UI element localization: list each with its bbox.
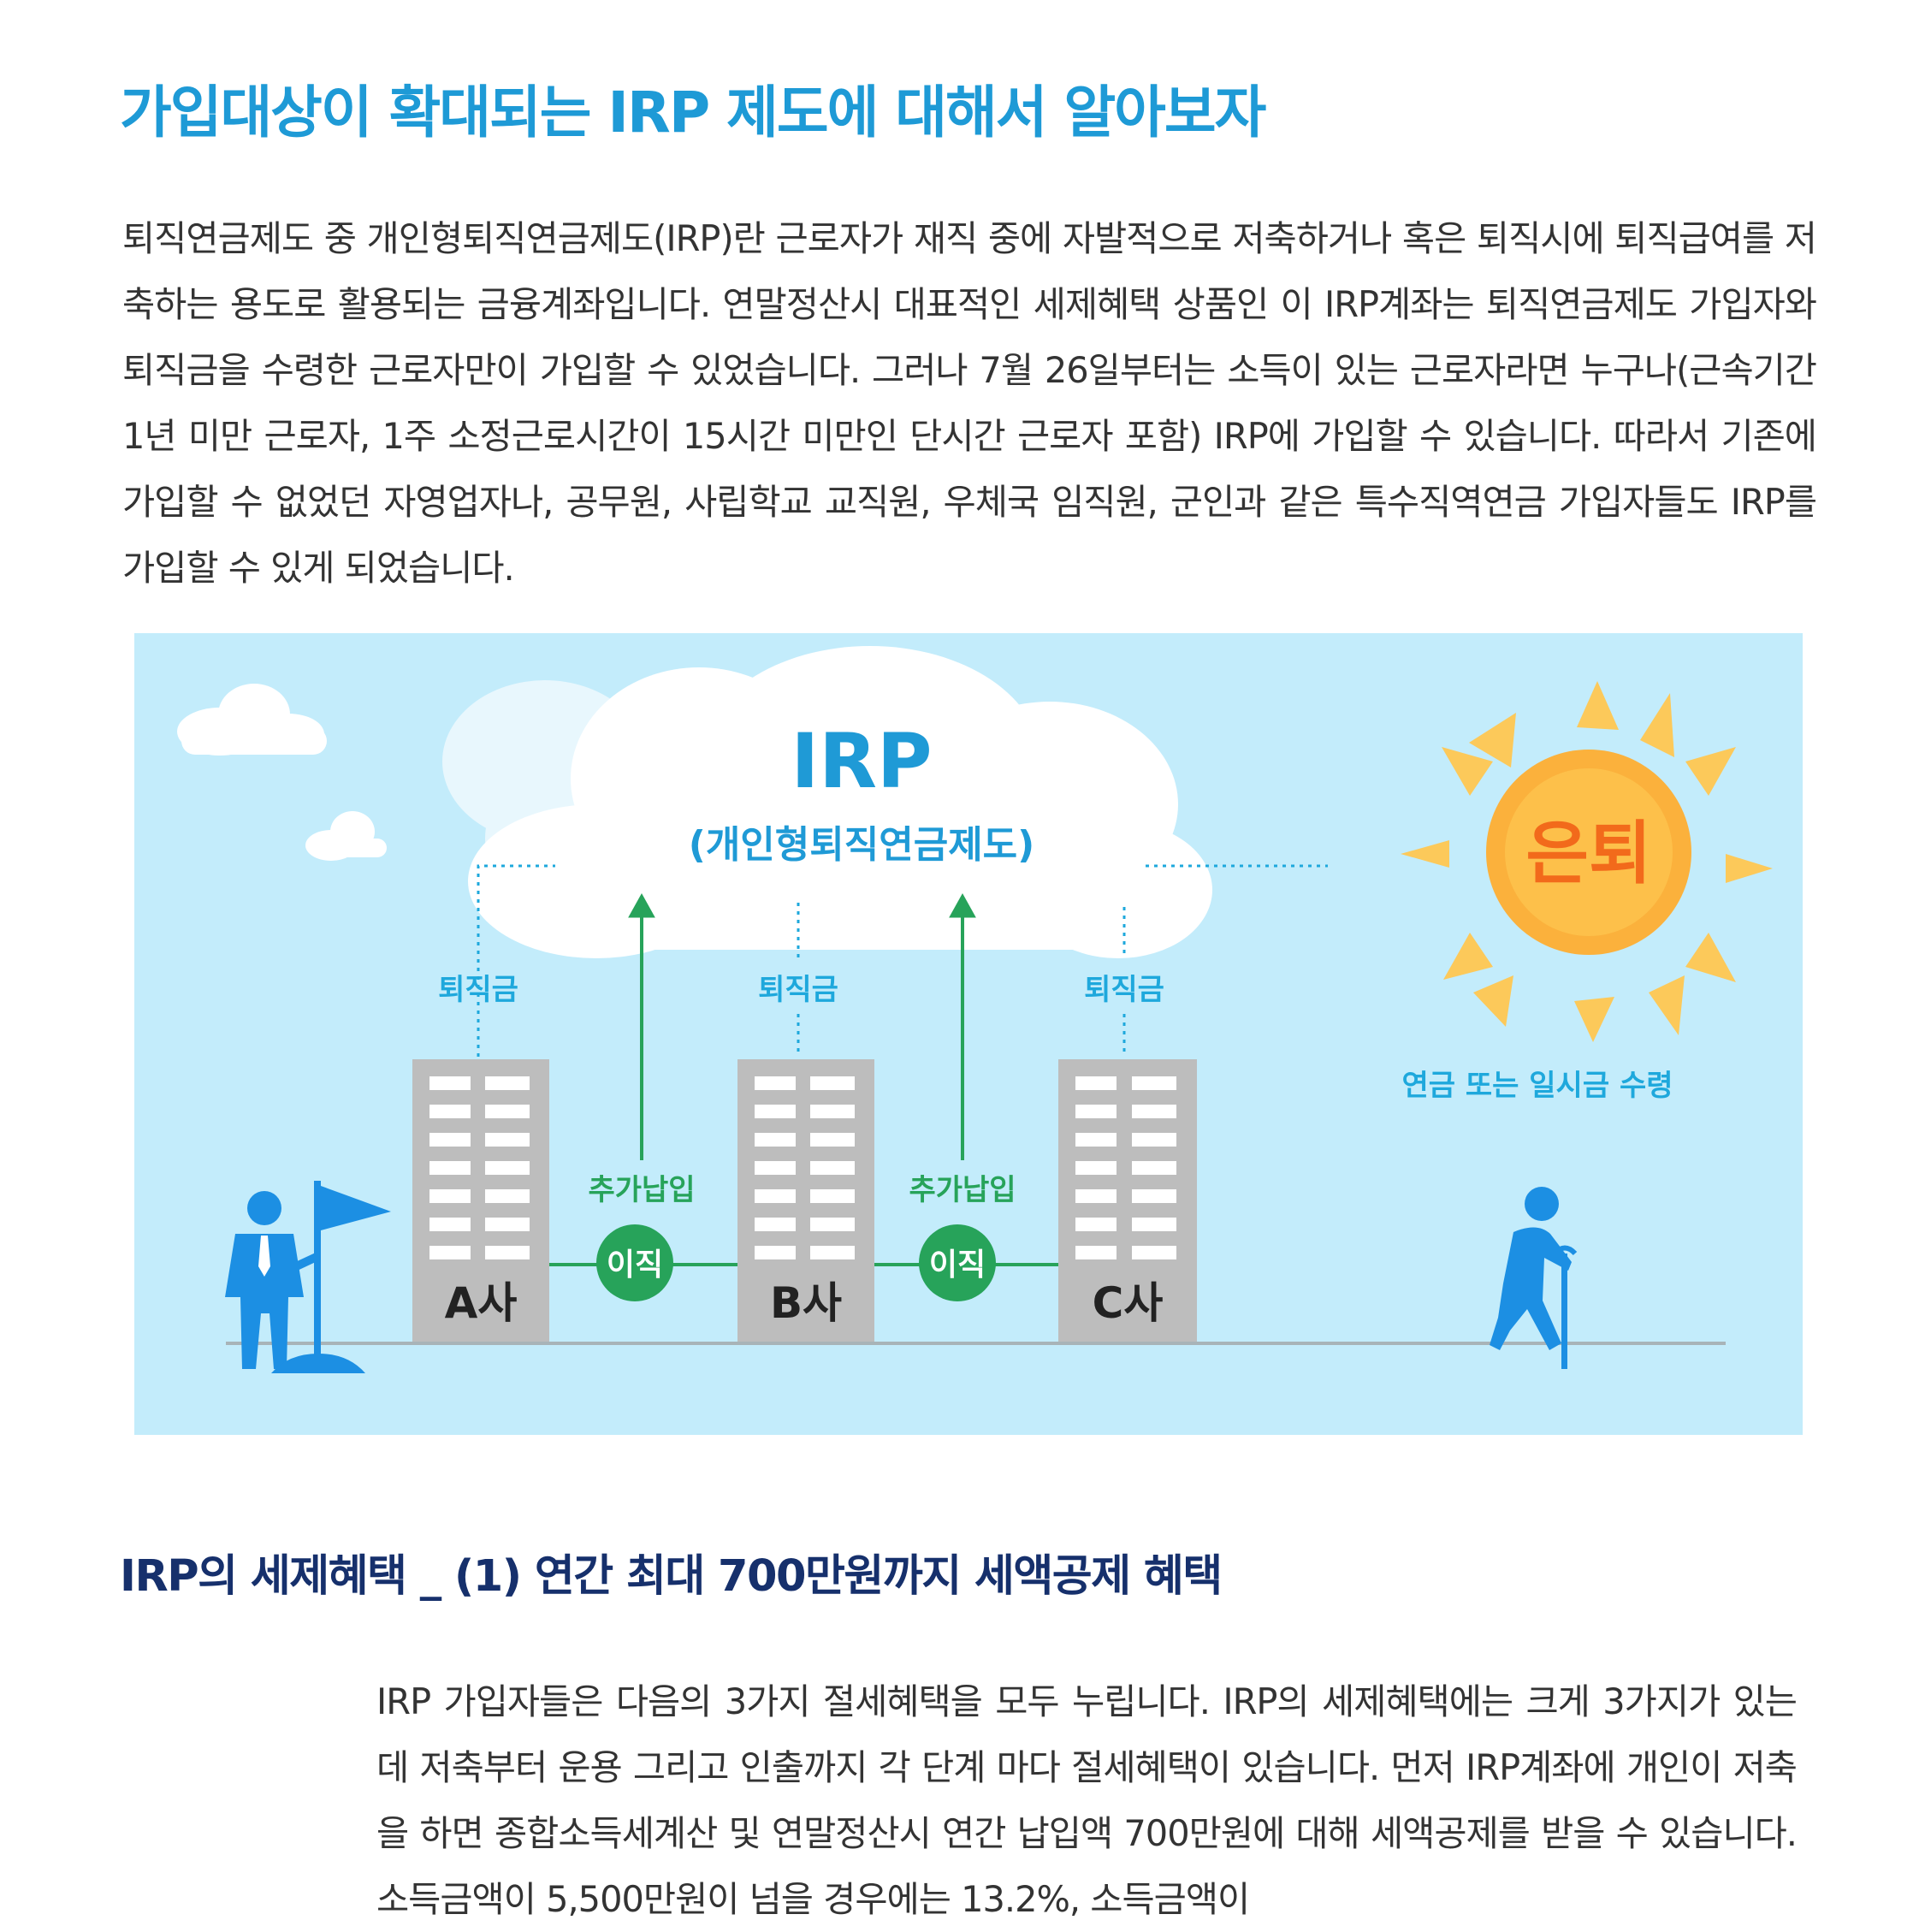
irp-illustration: IRP (개인형퇴직연금제도) 퇴직금 퇴직금 퇴직금	[134, 633, 1803, 1435]
cloud-title: IRP	[791, 717, 933, 805]
company-building	[737, 1059, 874, 1342]
job-change-label: 이직	[929, 1248, 986, 1283]
extra-payment-arrow	[628, 892, 655, 1160]
severance-label: 퇴직금	[758, 973, 838, 1007]
company-building	[412, 1059, 549, 1342]
extra-payment-label: 추가납입	[909, 1173, 1016, 1207]
elderly-person-icon	[1490, 1187, 1578, 1369]
job-change-badge	[596, 1224, 673, 1301]
company-building	[1058, 1059, 1197, 1342]
cloud-subtitle: (개인형퇴직연금제도)	[689, 823, 1035, 867]
sun-icon	[1401, 681, 1773, 1042]
company-label: B사	[770, 1278, 842, 1328]
extra-payment-label: 추가납입	[588, 1173, 695, 1207]
job-change-badge	[919, 1224, 996, 1301]
sun-label: 은퇴	[1525, 814, 1651, 893]
severance-label: 퇴직금	[1084, 973, 1164, 1007]
company-label: C사	[1093, 1278, 1164, 1328]
extra-payment-arrow	[949, 892, 976, 1160]
irp-cloud	[442, 646, 1212, 958]
irp-diagram: IRP (개인형퇴직연금제도) 퇴직금 퇴직금 퇴직금	[177, 646, 1773, 1373]
small-cloud-icon	[177, 684, 327, 756]
intro-paragraph: 퇴직연금제도 중 개인형퇴직연금제도(IRP)란 근로자가 재직 중에 자발적으…	[122, 217, 1817, 589]
sun-caption: 연금 또는 일시금 수령	[1401, 1069, 1673, 1103]
company-label: A사	[445, 1278, 518, 1328]
small-cloud-icon	[305, 811, 387, 861]
severance-label: 퇴직금	[438, 973, 518, 1007]
job-change-label: 이직	[607, 1248, 663, 1283]
connector-lines	[477, 864, 1328, 1057]
article-title: 가입대상이 확대되는 IRP 제도에 대해서 알아보자	[120, 80, 1266, 145]
section-paragraph: IRP 가입자들은 다음의 3가지 절세혜택을 모두 누립니다. IRP의 세제…	[376, 1680, 1798, 1920]
worker-with-flag-icon	[225, 1181, 391, 1373]
section-title: IRP의 세제혜택 _ (1) 연간 최대 700만원까지 세액공제 혜택	[120, 1551, 1223, 1602]
